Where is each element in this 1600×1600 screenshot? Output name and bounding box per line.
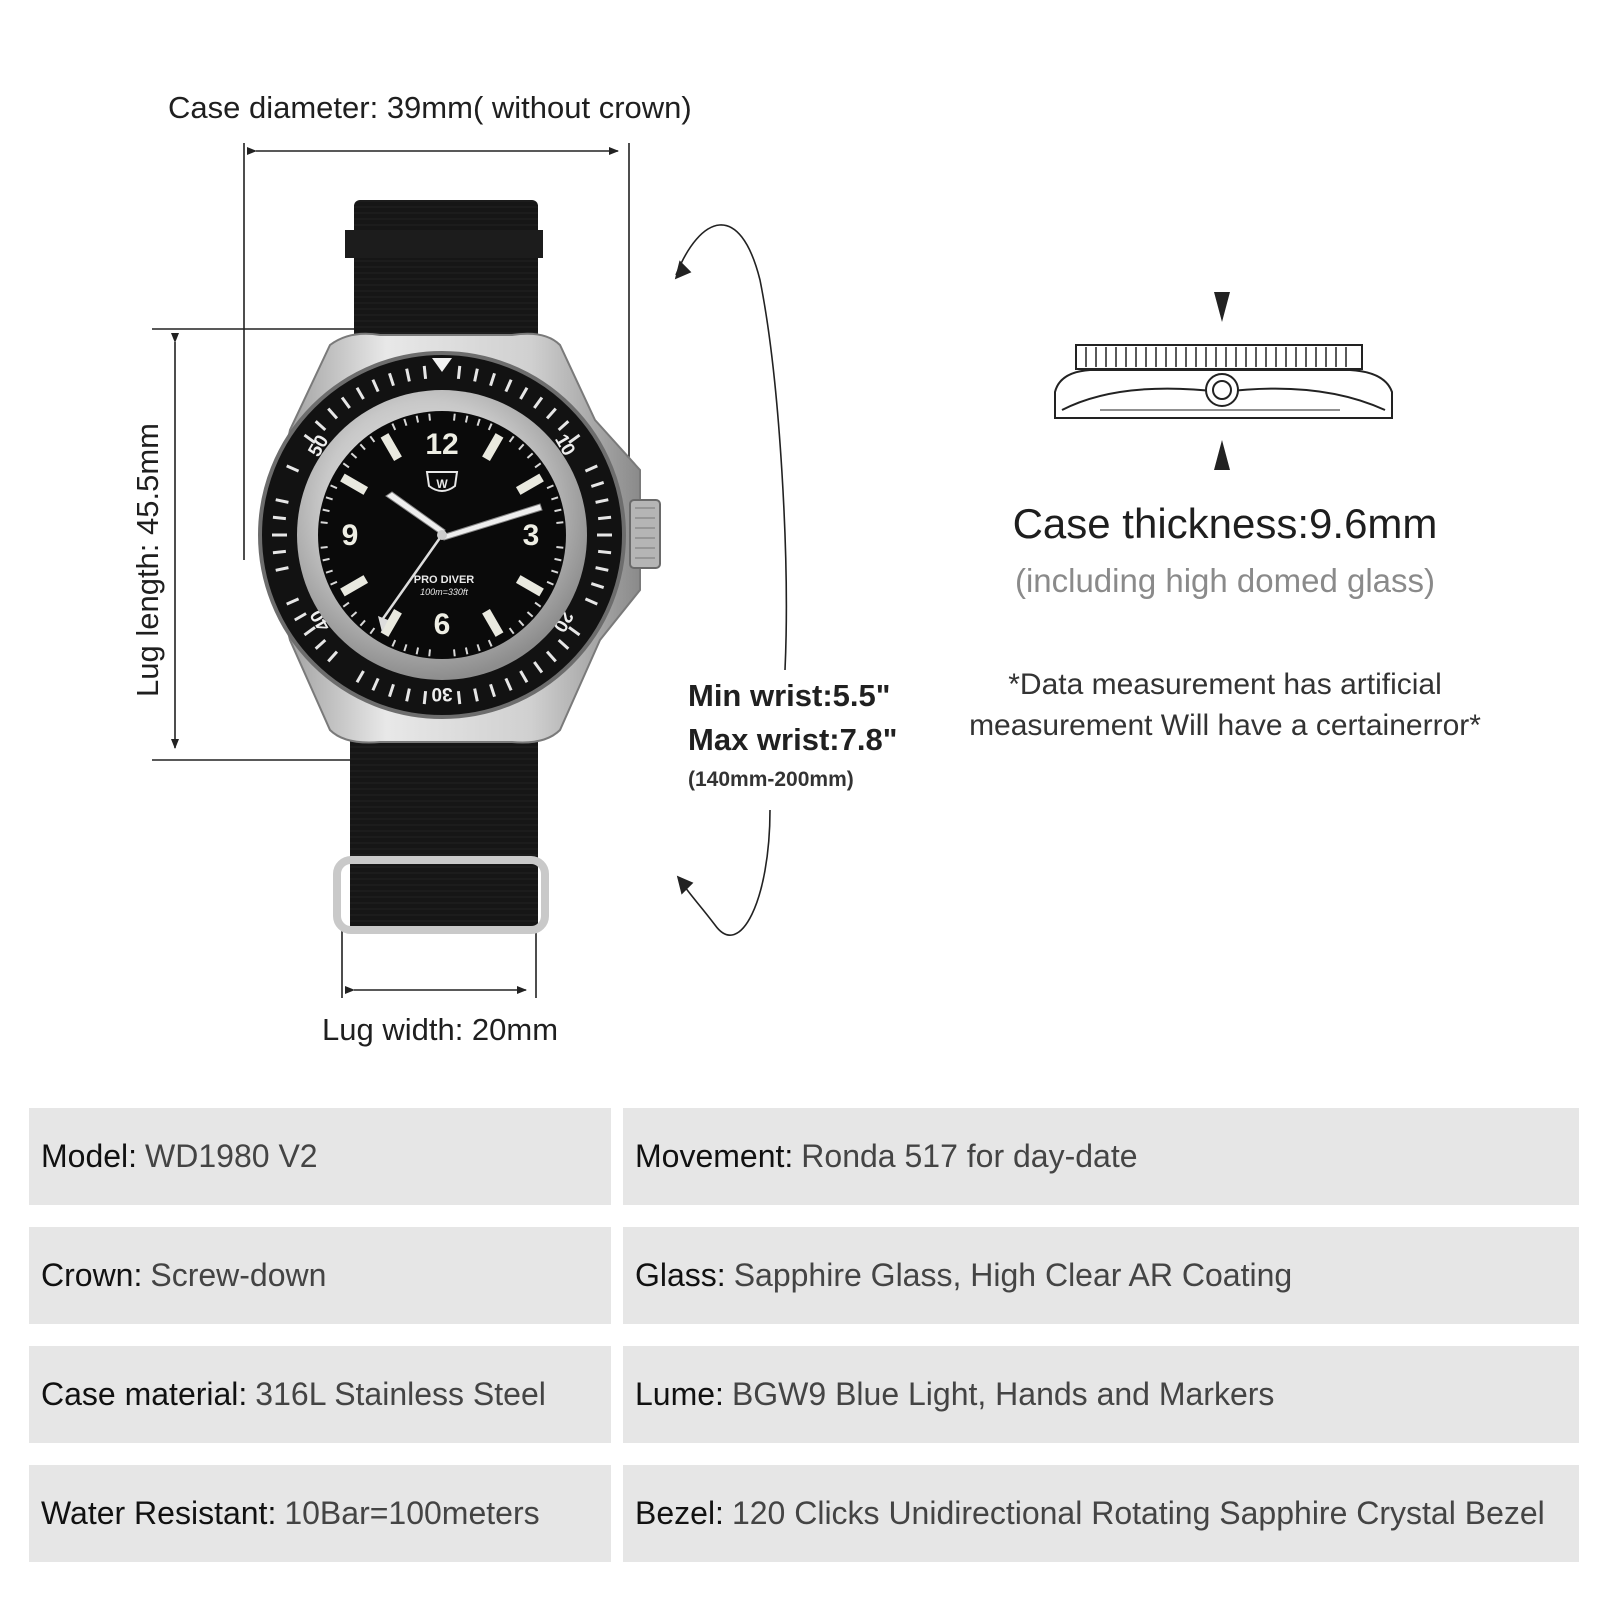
spec-model: Model:WD1980 V2 (29, 1108, 611, 1205)
spec-value: Sapphire Glass, High Clear AR Coating (733, 1257, 1293, 1293)
spec-key: Crown: (41, 1257, 143, 1293)
dial-numerals: 12 3 6 9 (342, 428, 540, 641)
numeral-6: 6 (434, 608, 451, 641)
spec-case-material: Case material:316L Stainless Steel (29, 1346, 611, 1443)
spec-value: 120 Clicks Unidirectional Rotating Sapph… (731, 1495, 1545, 1531)
spec-key: Lume: (635, 1376, 724, 1412)
spec-value: Ronda 517 for day-date (801, 1138, 1138, 1174)
svg-text:W: W (436, 477, 448, 491)
hour-markers (340, 433, 544, 637)
spec-movement: Movement:Ronda 517 for day-date (623, 1108, 1579, 1205)
arrow-down-icon (1214, 292, 1230, 322)
case-thickness-subtitle: (including high domed glass) (1014, 562, 1436, 599)
spec-table: Model:WD1980 V2 Movement:Ronda 517 for d… (29, 1108, 1579, 1562)
dial-brand-line: PRO DIVER (414, 574, 475, 586)
measurement-note-line2: measurement Will have a certainerror* (969, 709, 1481, 742)
bezel-number: 30 (431, 683, 452, 704)
spec-key: Model: (41, 1138, 138, 1174)
strap-bottom (350, 700, 538, 930)
crown-icon (629, 499, 661, 569)
spec-glass: Glass:Sapphire Glass, High Clear AR Coat… (623, 1227, 1579, 1324)
case-profile-diagram (1054, 292, 1393, 470)
spec-key: Water Resistant: (41, 1495, 277, 1531)
measurement-note: *Data measurement has artificial measure… (960, 664, 1490, 746)
dial-depth-line: 100m=330ft (420, 587, 468, 597)
spec-key: Glass: (635, 1257, 726, 1293)
spec-value: 10Bar=100meters (284, 1495, 540, 1531)
spec-lume: Lume:BGW9 Blue Light, Hands and Markers (623, 1346, 1579, 1443)
brand-logo-icon: W (425, 471, 459, 492)
wrist-range-label: (140mm-200mm) (688, 768, 854, 791)
bezel-triangle-icon (432, 358, 452, 372)
spec-value: WD1980 V2 (145, 1138, 318, 1174)
spec-value: 316L Stainless Steel (255, 1376, 546, 1412)
watch-image: 10 20 30 40 50 (258, 200, 661, 934)
spec-crown: Crown:Screw-down (29, 1227, 611, 1324)
max-wrist-label: Max wrist:7.8" (688, 722, 898, 757)
case-thickness-title: Case thickness:9.6mm (1012, 500, 1438, 547)
spec-key: Bezel: (635, 1495, 724, 1531)
spec-bezel: Bezel:120 Clicks Unidirectional Rotating… (623, 1465, 1579, 1562)
spec-value: BGW9 Blue Light, Hands and Markers (731, 1376, 1275, 1412)
strap-keeper (333, 856, 549, 934)
lug-width-dimension (341, 930, 537, 998)
case-diameter-label: Case diameter: 39mm( without crown) (168, 90, 692, 125)
min-wrist-label: Min wrist:5.5" (688, 678, 891, 713)
numeral-12: 12 (425, 428, 458, 461)
bezel-ticks (272, 365, 612, 705)
watch-dimension-diagram: 10 20 30 40 50 (152, 143, 1393, 998)
spec-key: Movement: (635, 1138, 794, 1174)
spec-water-resistant: Water Resistant:10Bar=100meters (29, 1465, 611, 1562)
measurement-note-line1: *Data measurement has artificial (1008, 668, 1442, 701)
arrow-up-icon (1214, 440, 1230, 470)
wrist-arc (674, 224, 788, 936)
numeral-9: 9 (342, 519, 359, 552)
spec-value: Screw-down (150, 1257, 327, 1293)
lug-length-dimension (152, 328, 360, 761)
numeral-3: 3 (523, 519, 540, 552)
watch-hands (378, 491, 543, 632)
spec-key: Case material: (41, 1376, 248, 1412)
minute-ticks (320, 413, 564, 657)
lug-length-label: Lug length: 45.5mm (130, 422, 165, 697)
lug-width-label: Lug width: 20mm (322, 1012, 559, 1047)
